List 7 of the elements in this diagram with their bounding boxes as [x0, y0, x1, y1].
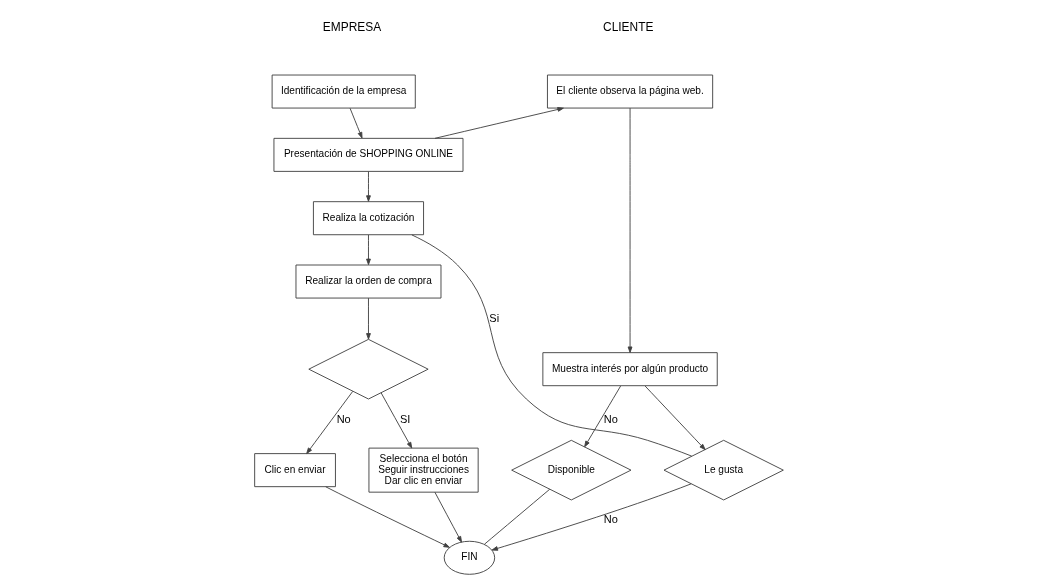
- edge-label: Si: [488, 311, 499, 324]
- edge-label: No: [336, 412, 351, 425]
- edge-label: No: [603, 513, 618, 526]
- edge-label: SI: [399, 412, 410, 425]
- label: EMPRESA: [322, 20, 381, 35]
- edge-label: No: [603, 412, 618, 425]
- label: CLIENTE: [602, 20, 653, 35]
